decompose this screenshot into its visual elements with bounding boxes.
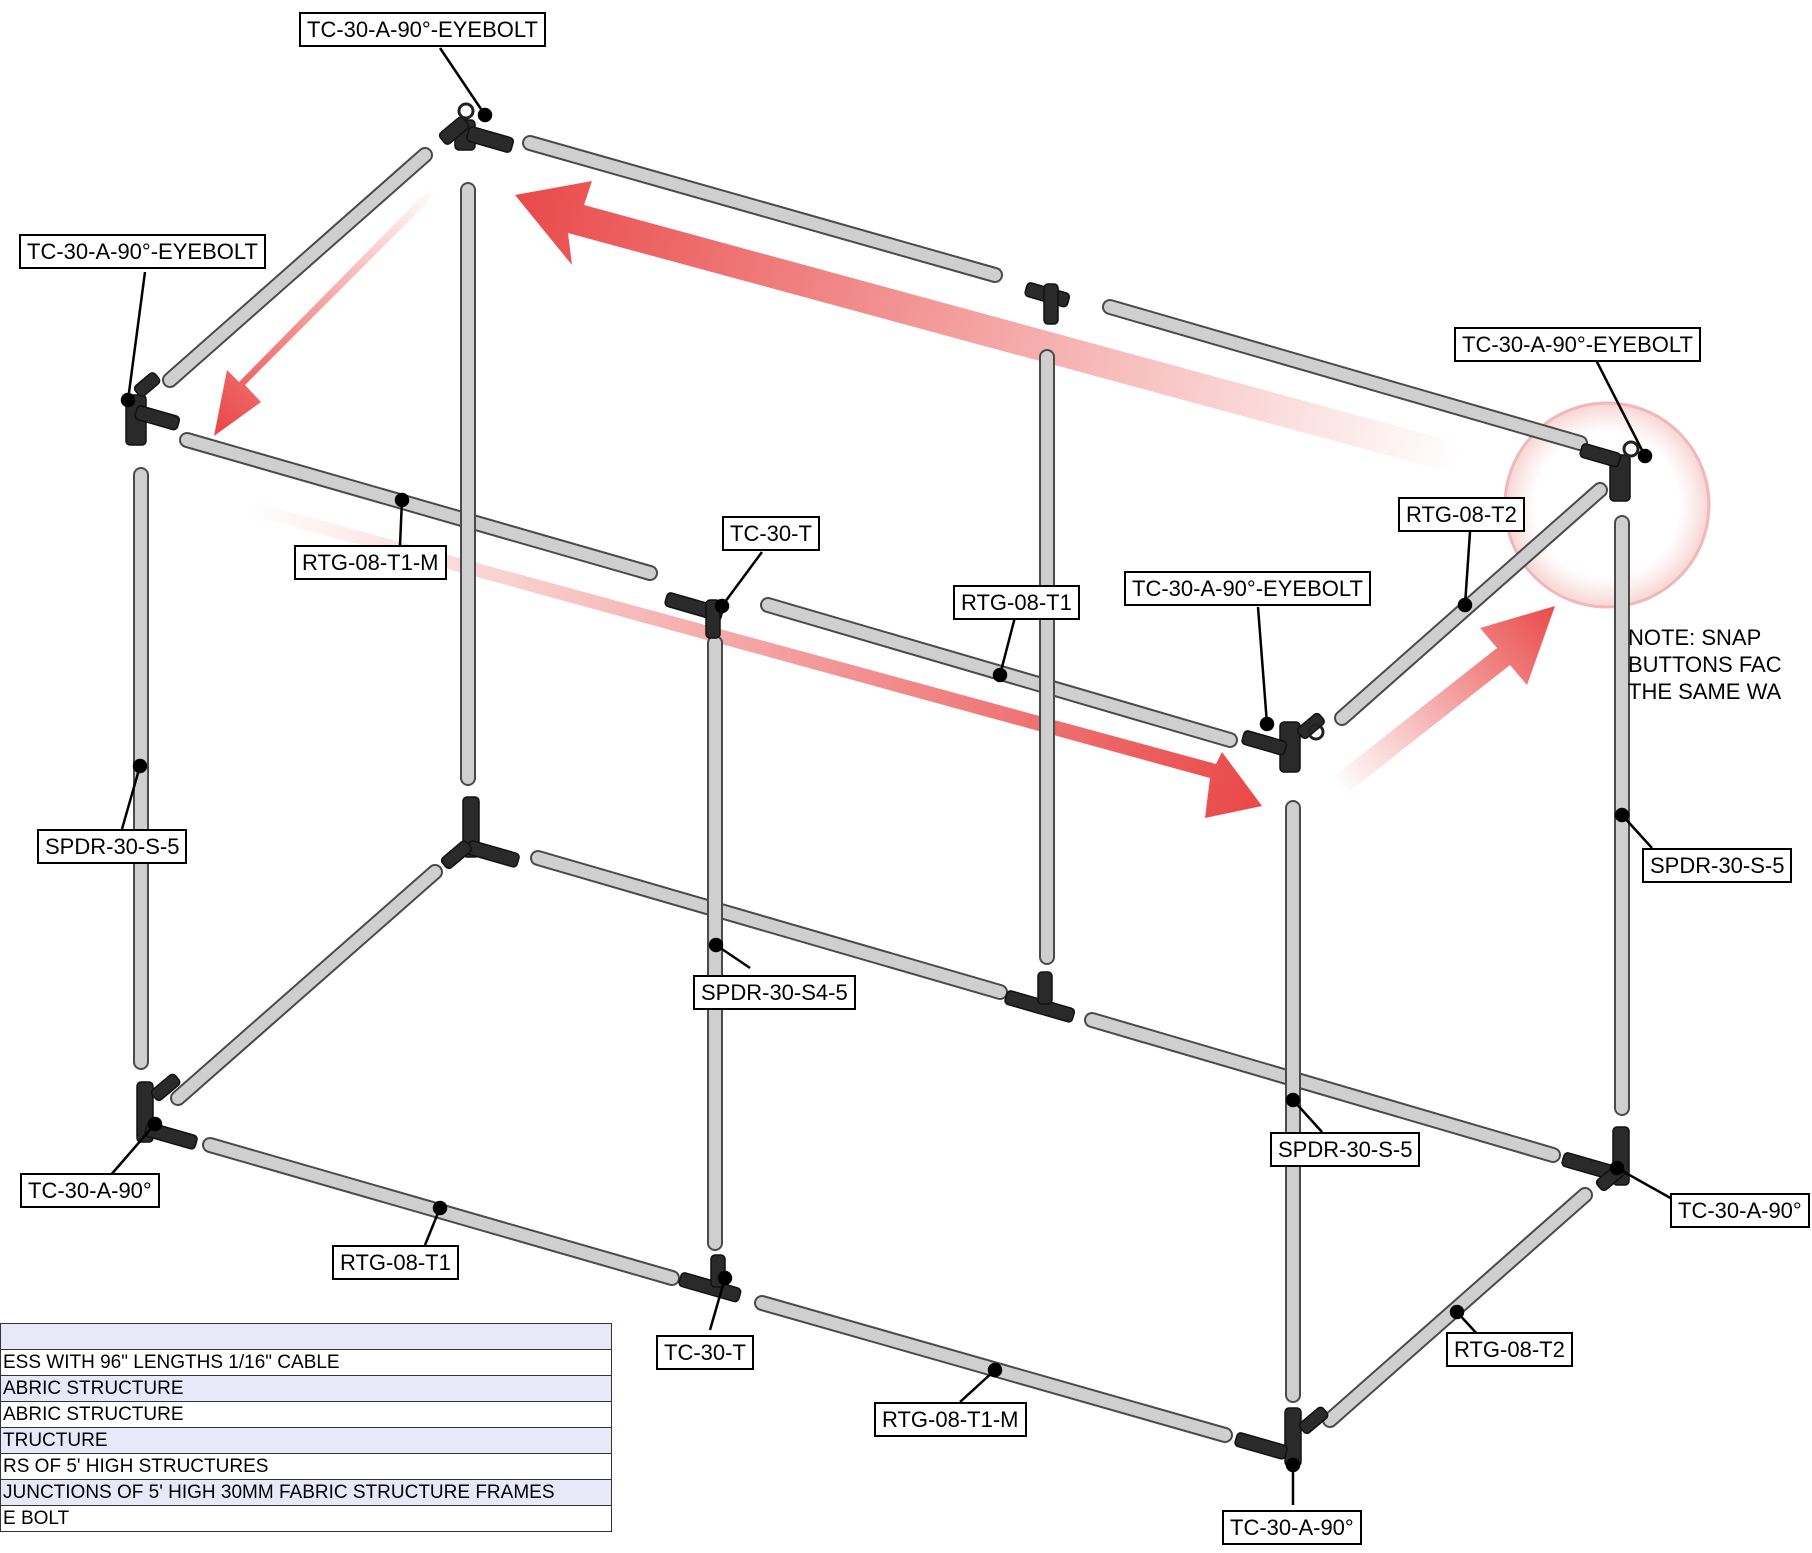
callout-rtg-08-t1-bottom: RTG-08-T1 [332, 1245, 459, 1280]
arrow-left-side [214, 184, 440, 436]
callout-tc-30-t-top: TC-30-T [722, 516, 820, 551]
callout-rtg-08-t1-m-top: RTG-08-T1-M [294, 545, 447, 580]
bom-cell: E BOLT [0, 1505, 612, 1532]
connector-top-back-right [1579, 440, 1640, 502]
tubes [133, 135, 1630, 1443]
connector-top-front-left [125, 372, 181, 446]
leader-lines [109, 47, 1675, 1505]
callout-spdr-30-s4-5: SPDR-30-S4-5 [693, 975, 856, 1010]
connector-top-front-right [1241, 712, 1325, 773]
connector-top-back-left [438, 102, 515, 153]
direction-arrows [214, 181, 1555, 818]
callout-tc-30-a-90-eyebolt-top-back: TC-30-A-90°-EYEBOLT [299, 12, 546, 47]
note-line-1: NOTE: SNAP [1628, 625, 1762, 650]
connector-bottom-back-left [440, 796, 520, 870]
callout-tc-30-t-bottom: TC-30-T [656, 1335, 754, 1370]
table-row: RS OF 5' HIGH STRUCTURES [0, 1453, 612, 1480]
snap-button-note: NOTE: SNAP BUTTONS FAC THE SAME WA [1628, 624, 1782, 705]
bom-cell: ABRIC STRUCTURE [0, 1375, 612, 1402]
table-row: TRUCTURE [0, 1427, 612, 1454]
bom-cell: ESS WITH 96" LENGTHS 1/16" CABLE [0, 1349, 612, 1376]
callout-rtg-08-t1-top: RTG-08-T1 [953, 585, 1080, 620]
callout-spdr-30-s-5-right: SPDR-30-S-5 [1642, 848, 1793, 883]
callout-tc-30-a-90-bottom-front-left: TC-30-A-90° [20, 1173, 160, 1208]
callout-tc-30-a-90-bottom-back-right: TC-30-A-90° [1670, 1193, 1810, 1228]
connector-bottom-back-mid [1004, 971, 1076, 1023]
bom-cell: RS OF 5' HIGH STRUCTURES [0, 1453, 612, 1480]
callout-tc-30-a-90-bottom-front-right: TC-30-A-90° [1222, 1510, 1362, 1545]
table-row: ABRIC STRUCTURE [0, 1401, 612, 1428]
bom-cell: JUNCTIONS OF 5' HIGH 30MM FABRIC STRUCTU… [0, 1479, 612, 1506]
table-row: E BOLT [0, 1505, 612, 1532]
callout-rtg-08-t1-m-bottom: RTG-08-T1-M [874, 1402, 1027, 1437]
bill-of-materials-table: ESS WITH 96" LENGTHS 1/16" CABLE ABRIC S… [0, 1323, 612, 1532]
connector-bottom-back-right [1561, 1126, 1630, 1192]
bom-cell [0, 1323, 612, 1350]
callout-tc-30-a-90-eyebolt-top-back-right: TC-30-A-90°-EYEBOLT [1454, 327, 1701, 362]
table-row: JUNCTIONS OF 5' HIGH 30MM FABRIC STRUCTU… [0, 1479, 612, 1506]
callout-spdr-30-s-5-front-right: SPDR-30-S-5 [1270, 1132, 1421, 1167]
arrow-right-side [1332, 606, 1555, 795]
callout-tc-30-a-90-eyebolt-top-front-right: TC-30-A-90°-EYEBOLT [1124, 571, 1371, 606]
connector-bottom-front-right [1234, 1406, 1329, 1467]
connector-top-back-mid [1024, 282, 1071, 325]
arrow-front [240, 500, 1262, 818]
note-line-3: THE SAME WA [1628, 679, 1782, 704]
table-row: ESS WITH 96" LENGTHS 1/16" CABLE [0, 1349, 612, 1376]
bom-cell: TRUCTURE [0, 1427, 612, 1454]
table-row: ABRIC STRUCTURE [0, 1375, 612, 1402]
callout-tc-30-a-90-eyebolt-top-front-left: TC-30-A-90°-EYEBOLT [19, 234, 266, 269]
callout-rtg-08-t2-bottom: RTG-08-T2 [1446, 1332, 1573, 1367]
bom-cell: ABRIC STRUCTURE [0, 1401, 612, 1428]
note-line-2: BUTTONS FAC [1628, 652, 1782, 677]
table-row [0, 1323, 612, 1350]
callout-spdr-30-s-5-left: SPDR-30-S-5 [37, 829, 188, 864]
callout-rtg-08-t2-top: RTG-08-T2 [1398, 497, 1525, 532]
arrow-top-back [515, 181, 1470, 475]
